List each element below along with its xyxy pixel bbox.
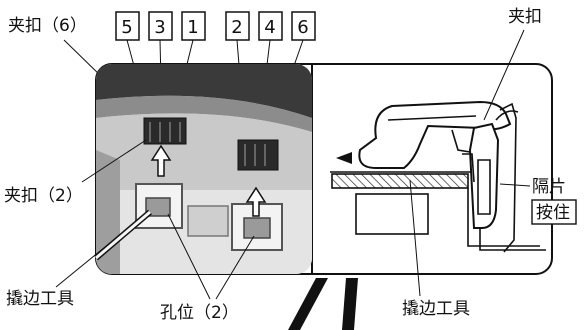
pry-tool-left-label: 撬边工具 [6,289,74,309]
clip-number-1: 1 [187,17,198,38]
clip-number-5: 5 [121,17,132,38]
spacer-leader [499,183,531,187]
clip-right-leader [483,29,525,121]
up-arrow-right [245,186,267,217]
clip-number-4: 4 [264,17,275,38]
clip-number-3: 3 [154,17,165,38]
holes-leader-2 [215,235,255,300]
clip-six-label: 夹扣（6） [8,16,87,36]
clip-two-label: 夹扣（2） [4,186,83,206]
pry-tool-left-graphic [94,209,152,261]
left-photo-panel [96,64,312,274]
pry-tool-left-leader [55,237,117,288]
trim-clips-left [143,117,187,145]
pry-tool-right-leader [409,179,421,297]
clip-number-boxes: 5 3 1 2 4 6 [115,11,316,41]
clip-two-leader [81,139,147,183]
clip-number-2: 2 [231,17,242,38]
clip-number-6: 6 [297,17,308,38]
trim-clips-right [237,139,279,171]
right-section-panel [330,100,546,253]
bottom-tool-shafts [288,278,358,330]
pry-direction-arrow [336,152,352,164]
pry-tool-right-label: 撬边工具 [402,299,470,319]
spacer-label: 隔片 [532,177,566,197]
up-arrow-left [150,144,172,177]
holes-leader-1 [167,213,211,300]
clip-right-label: 夹扣 [508,7,542,27]
holes-label: 孔位（2） [160,303,239,323]
press-label-box [531,199,577,225]
press-label: 按住 [536,203,570,223]
